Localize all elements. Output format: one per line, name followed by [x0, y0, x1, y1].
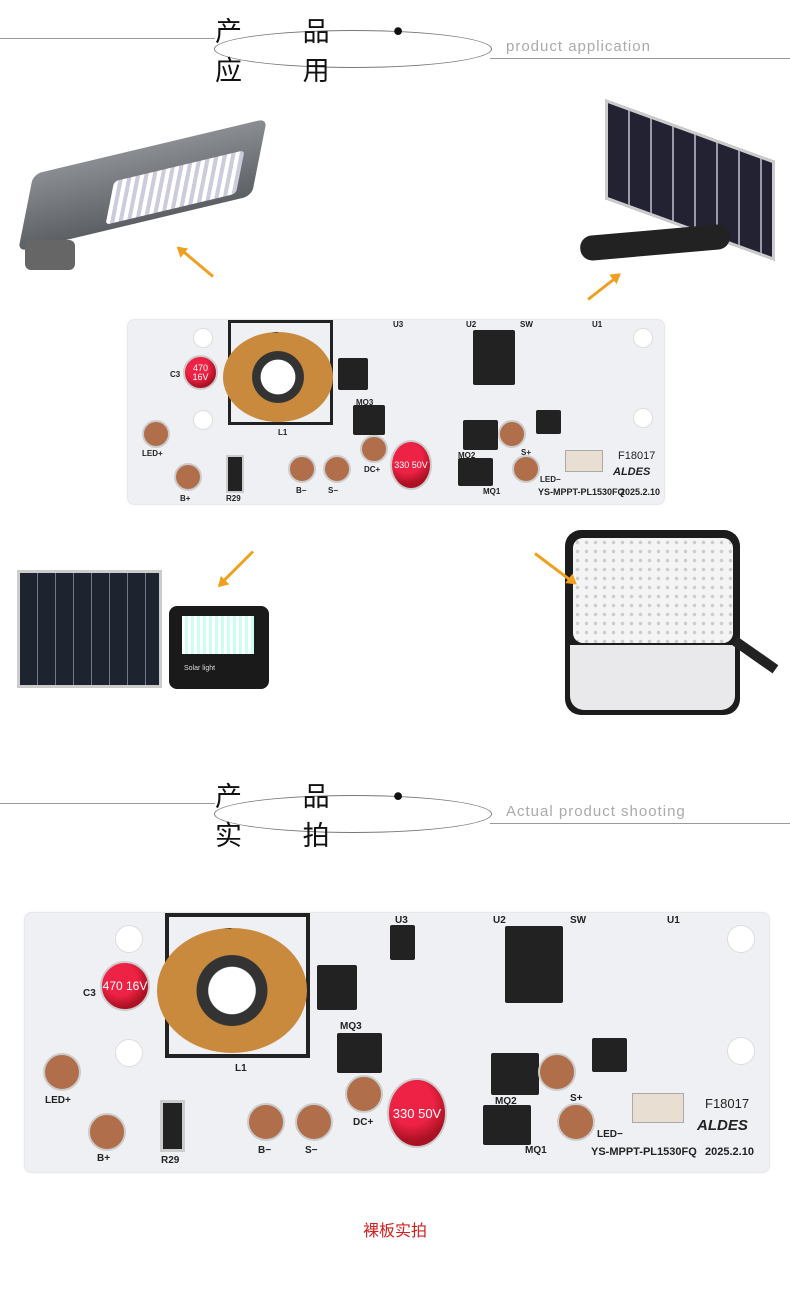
section-title: 产 品 • 实 拍 — [214, 782, 492, 852]
caption: 裸板实拍 — [362, 1221, 427, 1240]
solar-panel-floodlight-image: Solar light — [12, 570, 277, 695]
pcb-board-image: 470 16V 330 50V LED+ B+ R29 L1 B− S− DC+… — [128, 320, 664, 504]
divider — [490, 58, 790, 59]
divider — [0, 803, 215, 804]
divider — [490, 823, 790, 824]
section-title: 产 品 • 应 用 — [214, 17, 492, 87]
section-subtitle: Actual product shooting — [506, 803, 686, 820]
floodlight-image — [565, 530, 785, 715]
section-subtitle: product application — [506, 38, 651, 55]
street-light-image — [18, 118, 267, 285]
arrow-icon — [587, 273, 621, 301]
divider — [0, 38, 215, 39]
pcb-board-photo: 470 16V 330 50V LED+ B+ R29 L1 B− S− DC+… — [25, 913, 769, 1172]
solar-street-light-image — [579, 99, 785, 275]
